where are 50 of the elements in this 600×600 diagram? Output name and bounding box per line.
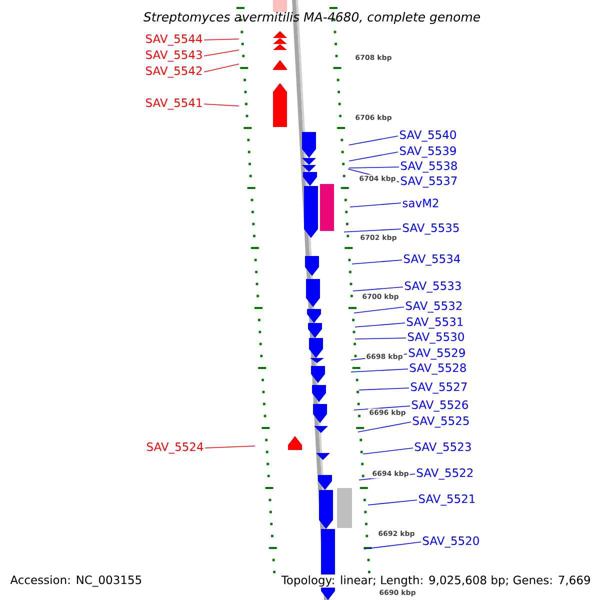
leader-line [204, 64, 240, 72]
gene-label: SAV_5527 [410, 382, 467, 394]
gene-label: SAV_5525 [412, 416, 469, 428]
gene-label: SAV_5541 [146, 98, 202, 110]
leader-line [204, 104, 240, 106]
title: Streptomyces avermitilis MA-4680, complete genome [144, 12, 480, 24]
gene-label: SAV_5532 [406, 301, 462, 313]
gene-label: SAV_5529 [408, 348, 465, 360]
leader-line [354, 322, 406, 328]
leader-line [350, 202, 402, 208]
leader-line [354, 306, 404, 314]
genome-stats-text: Topology: linear; Length: 9,025,608 bp; Genes: 7,669 [280, 574, 592, 588]
leader-line [364, 542, 422, 550]
leader-line [368, 500, 418, 506]
leader-line [344, 228, 402, 232]
gene-label: SAV_5528 [410, 363, 466, 375]
gene-label: SAV_5531 [406, 317, 463, 329]
gene-label: SAV_5526 [412, 400, 468, 412]
gene-label: SAV_5534 [404, 254, 460, 266]
leader-line [354, 338, 406, 340]
gene-label: SAV_5542 [146, 66, 202, 78]
leader-line [204, 38, 240, 40]
leader-line [350, 368, 408, 372]
gene-label: SAV_5522 [416, 468, 473, 480]
gene-label: SAV_5523 [414, 442, 471, 454]
leader-line [204, 50, 240, 56]
gene-label: SAV_5539 [400, 146, 456, 158]
gene-label: SAV_5530 [408, 332, 464, 344]
gene-label: SAV_5540 [400, 130, 456, 142]
leader-line [358, 422, 412, 432]
gene-label: SAV_5544 [146, 34, 202, 46]
gene-label: SAV_5535 [402, 223, 459, 235]
leader-line [352, 286, 404, 292]
leader-line [348, 136, 398, 146]
leader-line [204, 446, 256, 448]
leader-line [352, 260, 402, 264]
gene-label: SAV_5521 [418, 494, 475, 506]
gene-label: SAV_5524 [147, 442, 204, 454]
accession-text: Accession: NC_003155 [10, 575, 142, 587]
leader-line [348, 166, 400, 168]
leader-line [358, 388, 410, 390]
leader-line [362, 448, 414, 454]
gene-label: SAV_5533 [404, 281, 461, 293]
gene-label: SAV_5520 [422, 536, 479, 548]
gene-label: SAV_5538 [400, 161, 457, 173]
gene-label: SAV_5543 [146, 50, 202, 62]
leader-line [354, 406, 410, 410]
gene-label: SAV_5537 [400, 176, 457, 188]
gene-label: savM2 [402, 198, 438, 208]
leader-line [348, 152, 398, 162]
